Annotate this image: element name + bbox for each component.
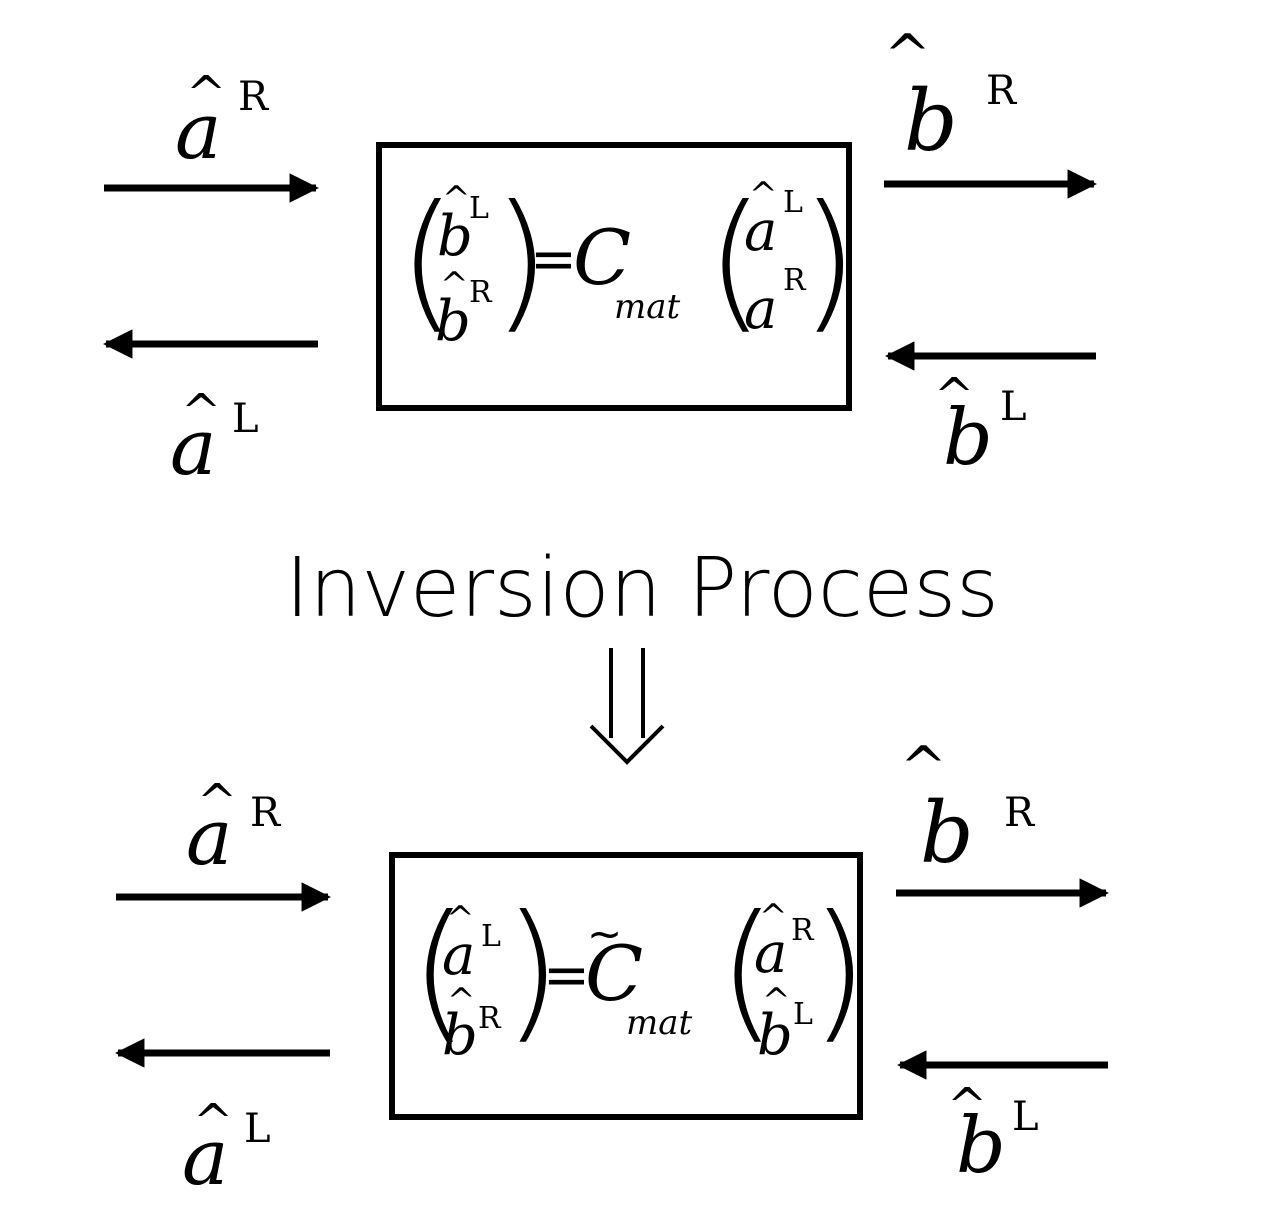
svg-text:R: R [238, 74, 270, 120]
hat-icon: ^ [884, 23, 931, 88]
hat-icon: ^ [193, 1094, 233, 1150]
svg-text:R: R [986, 68, 1018, 114]
svg-text:b: b [437, 204, 473, 269]
svg-text:b: b [956, 1101, 1006, 1191]
svg-text:b: b [442, 1003, 478, 1068]
left-paren: ( [718, 884, 777, 1058]
hat-icon: ^ [947, 1078, 987, 1134]
svg-text:R: R [791, 913, 815, 948]
hat-icon: ^ [186, 66, 226, 122]
svg-text:L: L [244, 1106, 271, 1152]
right-paren: ) [810, 884, 869, 1058]
svg-text:R: R [1004, 790, 1036, 836]
left-paren: ( [706, 174, 765, 348]
svg-text:C: C [585, 929, 643, 1018]
svg-text:a: a [442, 923, 475, 988]
bottom-label-out-left: a ^ L [182, 1094, 271, 1203]
svg-text:L: L [469, 191, 489, 226]
hat-icon: ^ [197, 774, 237, 830]
svg-text:b: b [943, 393, 993, 483]
bottom-label-in-right: b ^ L [947, 1078, 1039, 1191]
right-paren: ) [492, 174, 551, 348]
svg-text:a: a [744, 277, 777, 342]
svg-text:a: a [170, 403, 217, 493]
hat-icon: ^ [749, 175, 778, 215]
bottom-scattering-box [389, 852, 863, 1120]
svg-text:b: b [435, 289, 471, 354]
implies-arrow-icon [589, 648, 665, 765]
svg-text:b: b [920, 784, 974, 882]
top-label-out-left: a ^ L [170, 384, 259, 493]
hat-icon: ^ [442, 179, 471, 219]
top-panel: a ^ R a ^ L ( b ^ L b ^ R ) = C mat ( a [103, 23, 1097, 493]
svg-text:L: L [232, 396, 259, 442]
svg-text:a: a [754, 921, 787, 986]
svg-text:C: C [573, 213, 631, 302]
svg-text:a: a [175, 87, 222, 177]
left-paren: ( [410, 884, 469, 1058]
svg-text:b: b [904, 72, 958, 170]
hat-icon: ^ [900, 735, 947, 800]
hat-icon: ^ [440, 265, 469, 305]
bottom-panel: a ^ R a ^ L ( a ^ L b ^ R ) = ~ C mat ( … [115, 735, 1109, 1203]
svg-text:=: = [530, 227, 577, 292]
top-label-out-right: b ^ R [884, 23, 1018, 170]
hat-icon: ^ [181, 384, 221, 440]
hat-icon: ^ [447, 981, 476, 1021]
bottom-label-out-right: b ^ R [900, 735, 1036, 882]
svg-text:L: L [1000, 384, 1027, 430]
hat-icon: ^ [934, 368, 974, 424]
top-label-in-right: b ^ L [934, 368, 1027, 483]
left-paren: ( [398, 174, 457, 348]
inversion-process: Inversion Process [285, 541, 999, 765]
svg-text:R: R [783, 263, 807, 298]
svg-text:R: R [469, 275, 493, 310]
inversion-label: Inversion Process [285, 541, 999, 636]
svg-text:a: a [744, 199, 777, 264]
svg-text:R: R [478, 1001, 502, 1036]
tilde-icon: ~ [587, 909, 622, 958]
svg-text:a: a [186, 793, 233, 883]
hat-icon: ^ [446, 899, 475, 939]
svg-text:mat: mat [626, 1003, 693, 1043]
svg-text:a: a [182, 1113, 229, 1203]
svg-text:b: b [757, 1003, 793, 1068]
svg-text:L: L [783, 185, 803, 220]
svg-text:L: L [481, 919, 501, 954]
right-paren: ) [503, 884, 562, 1058]
top-equation: ( b ^ L b ^ R ) = C mat ( a ^ L a R ) [398, 174, 859, 354]
bottom-label-in-left: a ^ R [186, 774, 282, 883]
bottom-equation: ( a ^ L b ^ R ) = ~ C mat ( a ^ R b ^ L … [410, 884, 869, 1068]
svg-text:R: R [250, 790, 282, 836]
hat-icon: ^ [759, 897, 788, 937]
top-scattering-box [376, 142, 852, 411]
svg-text:=: = [543, 943, 590, 1008]
hat-icon: ^ [762, 981, 791, 1021]
top-label-in-left: a ^ R [175, 66, 270, 177]
svg-text:L: L [793, 997, 813, 1032]
svg-text:mat: mat [614, 287, 681, 327]
svg-text:L: L [1012, 1094, 1039, 1140]
right-paren: ) [800, 174, 859, 348]
